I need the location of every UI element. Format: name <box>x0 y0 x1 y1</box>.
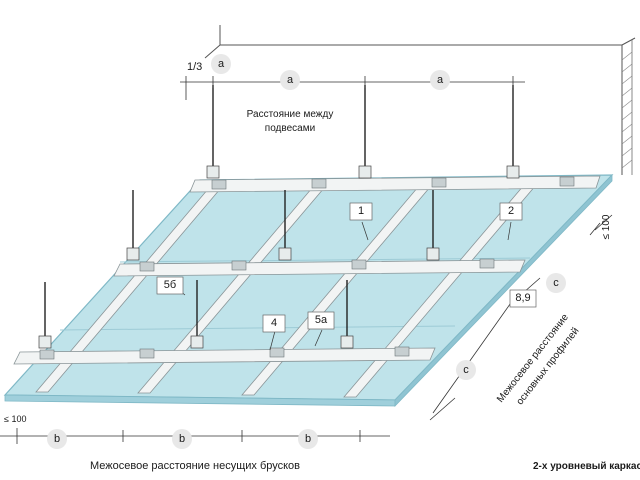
callout-number: 2 <box>508 205 514 217</box>
room-outline <box>204 25 636 175</box>
dim-8-9-box: 8,9 <box>509 289 537 308</box>
callout-5b: 5б <box>156 276 186 296</box>
callout-4: 4 <box>262 314 286 351</box>
svg-text:8,9: 8,9 <box>515 292 530 304</box>
callout-number: 1 <box>358 205 364 217</box>
dim-b-marker-1: b <box>47 429 67 449</box>
dim-b-marker-3: b <box>298 429 318 449</box>
svg-text:a: a <box>218 58 225 70</box>
dim-c-marker-2: c <box>456 360 476 380</box>
dimension-top <box>180 76 525 100</box>
callout-number: 5б <box>164 279 176 291</box>
dim-le-100-bottom: ≤ 100 <box>4 414 26 424</box>
dim-one-third-label: 1/3 <box>187 61 202 73</box>
callout-number: 4 <box>271 317 277 329</box>
dim-a-marker-3: a <box>430 70 450 90</box>
svg-text:b: b <box>179 433 185 445</box>
svg-text:c: c <box>553 277 559 289</box>
svg-text:c: c <box>463 364 469 376</box>
bearing-bar-spacing-label: Межосевое расстояние несущих брусков <box>90 460 300 472</box>
hangers <box>44 85 514 342</box>
frame-type-label: 2-х уровневый каркас * <box>533 461 640 472</box>
svg-text:b: b <box>54 433 60 445</box>
dim-c-marker-1: c <box>546 273 566 293</box>
callout-5a: 5а <box>307 311 335 347</box>
bearing-profiles <box>35 177 543 398</box>
dim-a-marker-1: a <box>211 54 231 74</box>
plasterboard-sheet <box>3 174 614 407</box>
dim-b-marker-2: b <box>172 429 192 449</box>
connectors <box>39 176 575 360</box>
hanger-spacing-label-line1: Расстояние между <box>247 109 334 120</box>
callout-number: 5а <box>315 314 328 326</box>
hanger-clips <box>38 165 520 349</box>
svg-text:b: b <box>305 433 311 445</box>
svg-text:a: a <box>287 74 294 86</box>
callout-1: 1 <box>349 202 373 241</box>
svg-text:a: a <box>437 74 444 86</box>
main-profiles <box>13 175 601 365</box>
hanger-spacing-label-line2: подвесами <box>265 123 315 134</box>
dim-a-marker-2: a <box>280 70 300 90</box>
dim-le-100-right: ≤ 100 <box>601 214 612 239</box>
callout-2: 2 <box>499 202 523 241</box>
